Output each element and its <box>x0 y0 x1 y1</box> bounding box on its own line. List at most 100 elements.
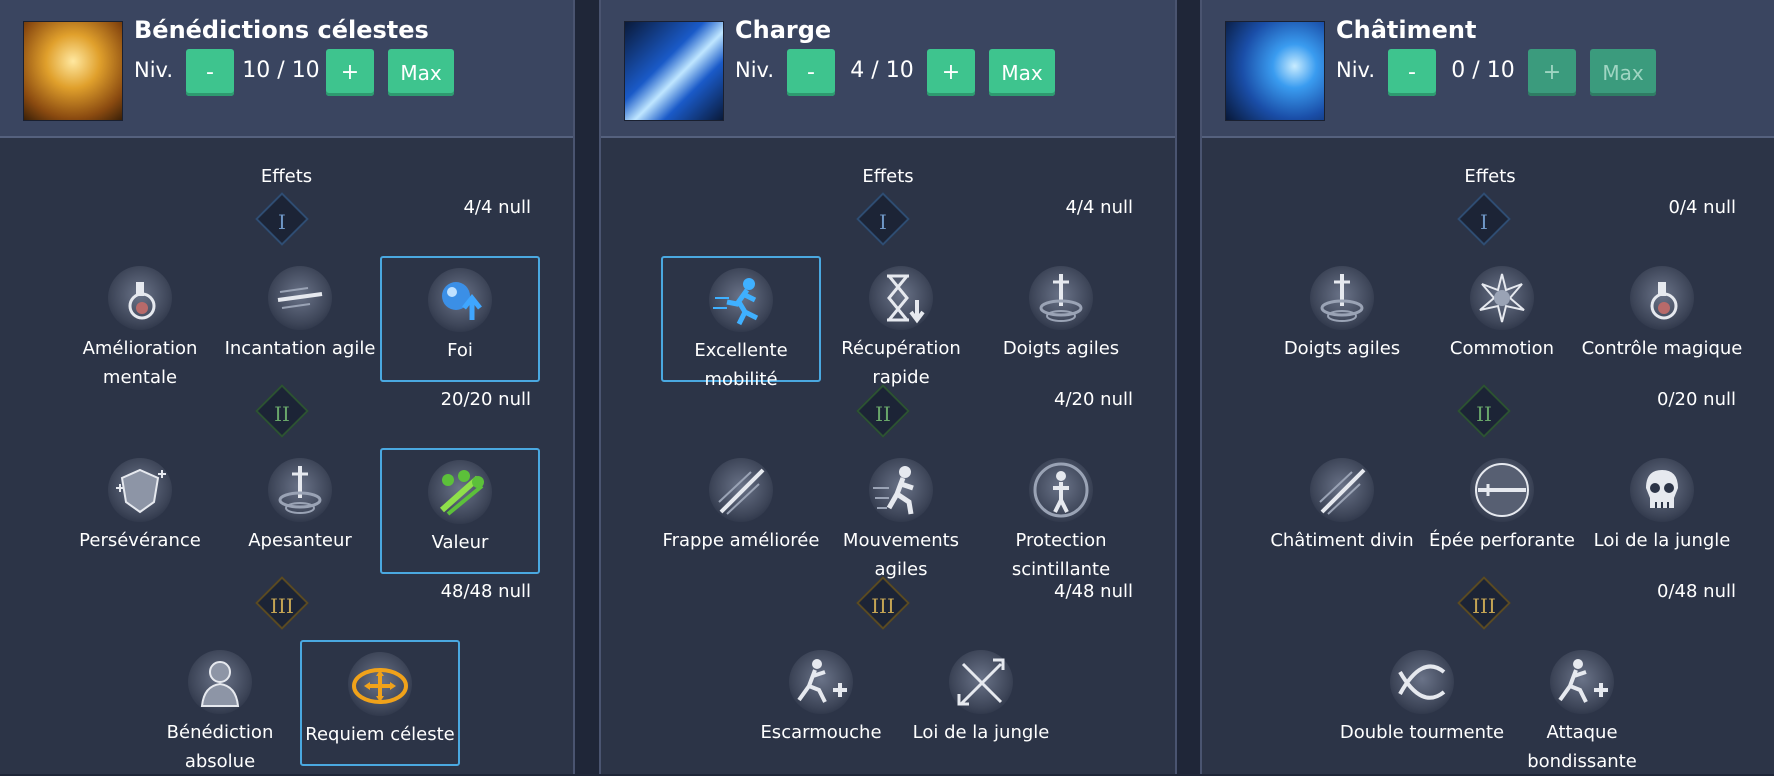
running-figure-icon <box>709 268 773 332</box>
slash-icon <box>709 458 773 522</box>
hourglass-icon <box>869 266 933 330</box>
decrease-level-button[interactable]: - <box>787 49 835 96</box>
node-commotion[interactable]: Commotion <box>1422 256 1582 382</box>
node-doigts-agiles[interactable]: Doigts agiles <box>981 256 1141 382</box>
node-requiem-celeste[interactable]: Requiem céleste <box>300 640 460 766</box>
max-level-button[interactable]: Max <box>1590 49 1656 96</box>
decrease-level-button[interactable]: - <box>1388 49 1436 96</box>
tier-2-points: 0/20 null <box>1657 389 1736 410</box>
tier-1-points: 0/4 null <box>1668 197 1736 218</box>
charge-streak-icon <box>625 22 723 120</box>
node-foi[interactable]: Foi <box>380 256 540 382</box>
node-label: Loi de la jungle <box>912 722 1050 743</box>
swift-blade-icon <box>268 266 332 330</box>
increase-level-button[interactable]: + <box>1528 49 1576 96</box>
node-double-tourmente[interactable]: Double tourmente <box>1340 640 1504 766</box>
node-label: Frappe améliorée <box>662 530 820 551</box>
node-label: Escarmouche <box>760 722 882 743</box>
node-valeur[interactable]: Valeur <box>380 448 540 574</box>
node-controle-magique[interactable]: Contrôle magique <box>1582 256 1742 382</box>
tier-1-badge: I <box>856 192 910 246</box>
sword-swirl-icon <box>268 458 332 522</box>
tier-3-points: 0/48 null <box>1657 581 1736 602</box>
node-loi-de-la-jungle[interactable]: Loi de la jungle <box>901 640 1061 766</box>
sword-swirl-icon <box>1310 266 1374 330</box>
tier-numeral: II <box>1476 401 1492 426</box>
node-label: Persévérance <box>79 530 201 551</box>
tier-3-badge: III <box>856 576 910 630</box>
node-label: Châtiment divin <box>1270 530 1414 551</box>
tier-numeral: II <box>274 401 290 426</box>
node-label: Épée perforante <box>1429 530 1575 551</box>
panel-charge: Charge Niv. - 4 / 10 + Max Effets I 4/4 … <box>599 0 1177 774</box>
effects-title: Effets <box>1464 166 1516 187</box>
node-label: Loi de la jungle <box>1593 530 1731 551</box>
max-level-button[interactable]: Max <box>989 49 1055 96</box>
tier-numeral: I <box>278 209 286 234</box>
crossed-blades-icon <box>949 650 1013 714</box>
flask-icon <box>108 266 172 330</box>
effects-title: Effets <box>862 166 914 187</box>
tier-3-badge: III <box>1457 576 1511 630</box>
panel-chatiment: Châtiment Niv. - 0 / 10 + Max Effets I 0… <box>1200 0 1774 774</box>
tier-1-badge: I <box>255 192 309 246</box>
tier-2-points: 4/20 null <box>1054 389 1133 410</box>
node-label: Double tourmente <box>1339 722 1505 743</box>
max-level-button[interactable]: Max <box>388 49 454 96</box>
node-label: Apesanteur <box>248 530 352 551</box>
tier-numeral: I <box>1480 209 1488 234</box>
node-doigts-agiles[interactable]: Doigts agiles <box>1262 256 1422 382</box>
effects-title: Effets <box>260 166 313 187</box>
tier-numeral: III <box>871 593 895 618</box>
tier-1-points: 4/4 null <box>463 197 531 218</box>
panel-benedictions-celestes: Bénédictions célestes Niv. - 10 / 10 + M… <box>0 0 575 774</box>
skill-title: Charge <box>735 16 832 44</box>
node-perseverance[interactable]: Persévérance <box>60 448 220 574</box>
skill-title: Châtiment <box>1336 16 1477 44</box>
node-loi-de-la-jungle[interactable]: Loi de la jungle <box>1582 448 1742 574</box>
angel-wings-icon <box>24 22 122 120</box>
node-frappe-amelioree[interactable]: Frappe améliorée <box>661 448 821 574</box>
node-label: Foi <box>447 340 473 361</box>
node-epee-perforante[interactable]: Épée perforante <box>1422 448 1582 574</box>
increase-level-button[interactable]: + <box>326 49 374 96</box>
decrease-level-button[interactable]: - <box>186 49 234 96</box>
blue-sphere-icon <box>1226 22 1324 120</box>
node-incantation-agile[interactable]: Incantation agile <box>220 256 380 382</box>
node-label: Requiem céleste <box>305 724 455 745</box>
skull-icon <box>1630 458 1694 522</box>
panel-header: Châtiment Niv. - 0 / 10 + Max <box>1202 0 1774 138</box>
level-value: 10 / 10 <box>242 58 320 83</box>
piercing-sword-icon <box>1470 458 1534 522</box>
level-label: Niv. <box>1336 58 1376 82</box>
aura-figure-icon <box>1029 458 1093 522</box>
skill-title: Bénédictions célestes <box>134 16 429 44</box>
leap-plus-icon <box>1550 650 1614 714</box>
tier-numeral: III <box>1472 593 1496 618</box>
node-chatiment-divin[interactable]: Châtiment divin <box>1262 448 1422 574</box>
person-icon <box>188 650 252 714</box>
node-label: Incantation agile <box>224 338 376 359</box>
level-value: 4 / 10 <box>850 58 914 83</box>
level-label: Niv. <box>735 58 775 82</box>
node-label: Valeur <box>431 532 489 553</box>
tier-2-points: 20/20 null <box>440 389 531 410</box>
increase-level-button[interactable]: + <box>927 49 975 96</box>
node-escarmouche[interactable]: Escarmouche <box>741 640 901 766</box>
node-apesanteur[interactable]: Apesanteur <box>220 448 380 574</box>
